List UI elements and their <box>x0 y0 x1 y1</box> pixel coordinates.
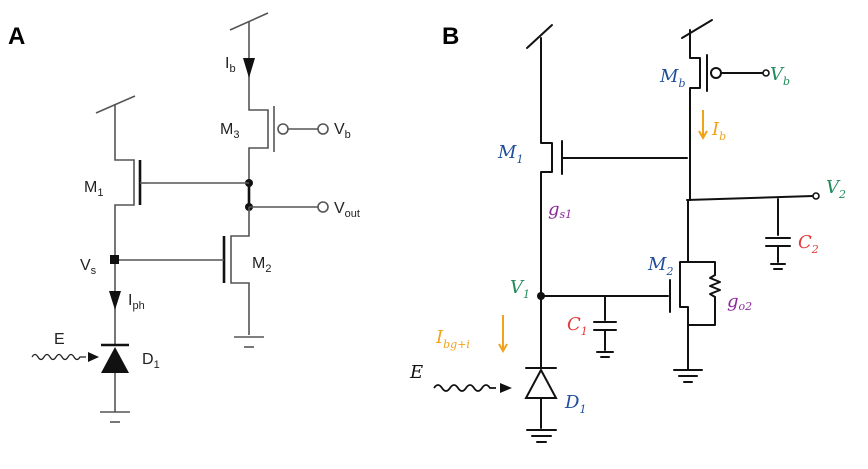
label-a-m1: M1 <box>84 179 103 199</box>
vdd-rail-top <box>229 12 269 31</box>
panel-b: B <box>409 19 846 443</box>
capacitor-c1 <box>593 295 617 358</box>
label-b-c1: C1 <box>567 314 588 338</box>
light-wave-icon <box>31 353 86 361</box>
label-b-m1: M1 <box>497 142 523 166</box>
label-b-m2: M2 <box>647 254 673 278</box>
ground-icon-b <box>673 369 703 383</box>
label-b-gs1: gs1 <box>548 199 572 221</box>
label-a-m3: M3 <box>220 121 239 141</box>
label-a-vb: Vb <box>334 121 351 141</box>
mb-transistor <box>689 29 770 201</box>
label-b-mb: Mb <box>659 66 685 90</box>
vdd-rail-left-b <box>526 24 553 49</box>
vout-terminal <box>317 201 329 213</box>
label-b-go2: go2 <box>727 291 752 313</box>
m2-transistor-b <box>669 199 721 371</box>
panel-a-label: A <box>8 23 25 50</box>
diode-d1-b <box>524 367 558 443</box>
capacitor-c2 <box>765 198 791 270</box>
node-vs <box>110 255 119 264</box>
label-b-v1: V1 <box>510 277 530 301</box>
v2-terminal <box>812 192 820 200</box>
label-b-c2: C2 <box>798 232 819 256</box>
light-arrow-icon <box>88 352 99 362</box>
m2-transistor <box>115 207 250 335</box>
m3-transistor <box>248 100 329 185</box>
ground-icon <box>234 336 264 348</box>
label-a-vs: Vs <box>80 257 97 277</box>
label-a-iph: Iph <box>128 292 145 312</box>
label-a-ib: Ib <box>225 55 236 75</box>
label-b-ibg: Ibg+i <box>435 327 470 351</box>
ib-arrow-icon <box>243 58 255 78</box>
label-b-e: E <box>409 362 423 383</box>
panel-a: A <box>8 12 360 423</box>
label-b-v2: V2 <box>826 177 846 201</box>
diode-d1 <box>100 343 130 423</box>
label-a-m2: M2 <box>252 255 271 275</box>
m1-transistor-b <box>540 37 688 297</box>
vb-terminal <box>317 123 329 135</box>
label-a-vout: Vout <box>334 200 360 220</box>
label-b-ib: Ib <box>711 119 726 143</box>
iph-arrow-icon <box>109 291 121 310</box>
label-a-d1: D1 <box>142 351 160 371</box>
panel-b-label: B <box>442 23 459 50</box>
v2-wire <box>686 195 814 201</box>
vdd-rail-right-b <box>681 19 713 39</box>
m1-transistor <box>114 104 148 260</box>
label-b-vb: Vb <box>770 64 790 88</box>
light-wave-icon-b <box>433 384 496 392</box>
light-arrow-icon-b <box>500 383 512 393</box>
label-b-d1: D1 <box>564 392 586 416</box>
label-a-e: E <box>54 331 65 348</box>
